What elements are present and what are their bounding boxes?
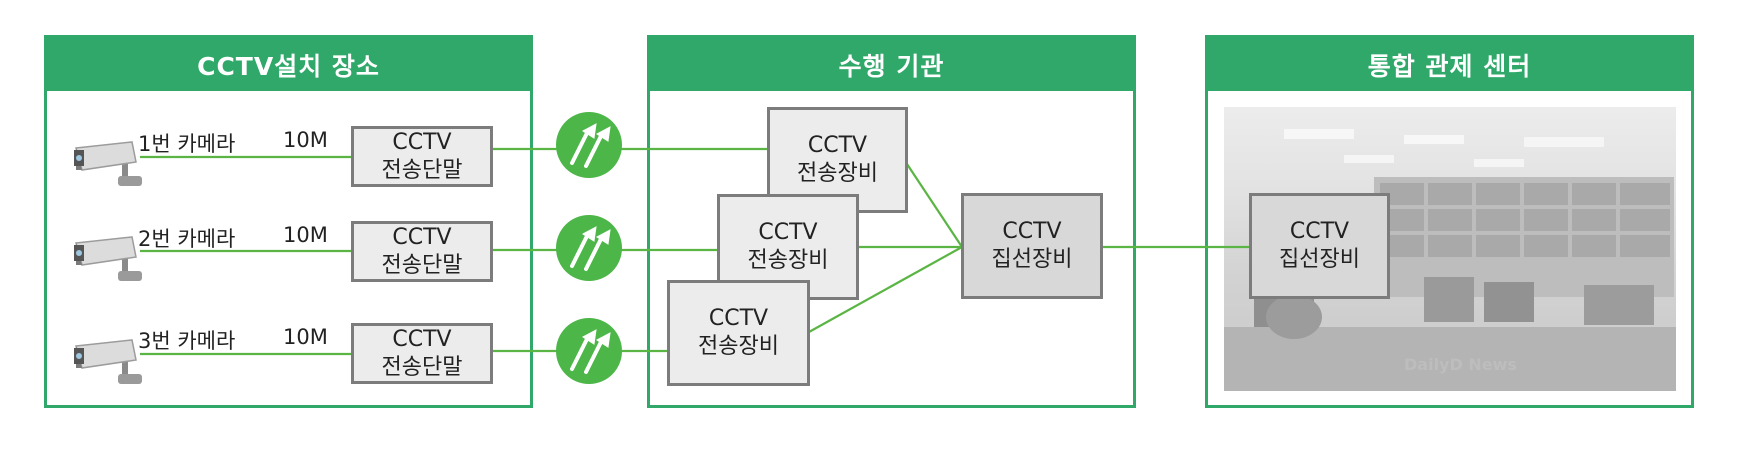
- wireless-signal-icon: [556, 318, 622, 384]
- transmission-terminal-1: CCTV 전송단말: [351, 126, 493, 187]
- cctv-camera-icon: [74, 236, 142, 281]
- transmission-terminal-2: CCTV 전송단말: [351, 221, 493, 282]
- transmitter-1: CCTV 전송장비: [767, 107, 908, 213]
- photo-watermark: DailyD News: [1404, 355, 1517, 374]
- terminal-2-line1: CCTV: [392, 224, 452, 250]
- camera-1-label: 1번 카메라: [138, 132, 236, 156]
- agency-hub-line1: CCTV: [1002, 219, 1062, 244]
- wireless-signal-icon: [556, 112, 622, 178]
- camera-3-bitrate: 10M: [283, 325, 328, 349]
- terminal-1-line2: 전송단말: [381, 157, 463, 183]
- control-hub-line1: CCTV: [1289, 219, 1350, 244]
- tx3-hub-link: [808, 246, 963, 333]
- transmitter-2-line2: 전송장비: [747, 248, 829, 273]
- agency-title: 수행 기관: [650, 38, 1133, 91]
- terminal-1-line1: CCTV: [392, 129, 452, 155]
- wireless-signal-icon: [556, 215, 622, 281]
- camera-2-label: 2번 카메라: [138, 227, 236, 251]
- transmitter-2-line1: CCTV: [758, 220, 818, 245]
- cctv-site-title: CCTV설치 장소: [47, 38, 530, 91]
- terminal-3-line2: 전송단말: [381, 354, 463, 380]
- terminal-2-line2: 전송단말: [381, 252, 463, 278]
- control-room-scene: [1224, 129, 1676, 391]
- transmitter-1-line1: CCTV: [807, 133, 868, 158]
- transmitter-3: CCTV 전송장비: [667, 280, 810, 386]
- transmission-terminal-3: CCTV 전송단말: [351, 323, 493, 384]
- cctv-camera-icon: [74, 339, 142, 384]
- tx1-hub-link: [906, 163, 963, 248]
- control-center-title: 통합 관제 센터: [1208, 38, 1691, 91]
- control-room-photo: DailyD News: [1224, 107, 1676, 391]
- camera-1-bitrate: 10M: [283, 128, 328, 152]
- control-hub-line2: 집선장비: [1279, 247, 1360, 272]
- agency-aggregation-unit: CCTV 집선장비: [961, 193, 1103, 299]
- transmitter-1-line2: 전송장비: [797, 161, 878, 186]
- control-aggregation-unit: CCTV 집선장비: [1249, 193, 1390, 299]
- camera-3-label: 3번 카메라: [138, 329, 236, 353]
- transmitter-3-line2: 전송장비: [698, 334, 779, 359]
- agency-hub-line2: 집선장비: [991, 247, 1073, 272]
- terminal-3-line1: CCTV: [392, 326, 452, 352]
- camera-2-bitrate: 10M: [283, 223, 328, 247]
- cctv-camera-icon: [74, 141, 142, 186]
- transmitter-3-line1: CCTV: [708, 306, 769, 331]
